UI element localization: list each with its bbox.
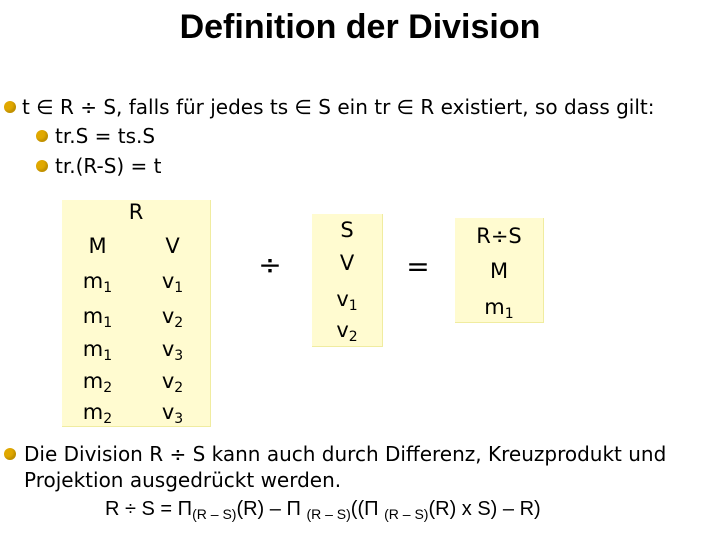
relation-s-header: V: [339, 251, 355, 275]
definition-text: t ∈ R ÷ S, falls für jedes ts ∈ S ein tr…: [22, 95, 655, 119]
result-name: R÷S: [476, 224, 522, 248]
relation-r-header-m: M: [88, 234, 107, 258]
table-cell: v2: [161, 369, 184, 396]
table-cell: m2: [82, 400, 113, 427]
table-cell: v2: [336, 318, 358, 345]
relation-r-name: R: [128, 200, 144, 224]
table-cell: m1: [82, 337, 113, 364]
bullet-icon: [4, 101, 16, 113]
page-title: Definition der Division: [179, 8, 541, 46]
equals-operator: =: [406, 250, 430, 283]
table-cell: m1: [484, 295, 514, 322]
table-cell: v1: [161, 269, 184, 296]
note-line-2: Projektion ausgedrückt werden.: [24, 468, 342, 492]
bullet-icon: [36, 130, 48, 142]
bullet-icon: [36, 160, 48, 172]
relation-r-header-v: V: [165, 234, 180, 258]
result-header: M: [489, 259, 509, 283]
relation-s-table: [312, 214, 383, 347]
relation-s-name: S: [340, 218, 354, 242]
note-line-1: Die Division R ÷ S kann auch durch Diffe…: [24, 442, 667, 466]
condition-1: tr.S = ts.S: [55, 124, 156, 148]
table-cell: v1: [336, 287, 358, 314]
table-cell: m1: [82, 269, 113, 296]
table-cell: v3: [161, 400, 184, 427]
table-cell: v3: [161, 337, 184, 364]
table-cell: m1: [82, 304, 113, 331]
bullet-icon: [4, 448, 16, 460]
relation-r-table: [62, 200, 211, 427]
condition-2: tr.(R-S) = t: [55, 154, 162, 178]
division-formula: R ÷ S = Π(R – S)(R) – Π (R – S)((Π (R – …: [105, 498, 541, 522]
table-cell: m2: [82, 369, 113, 396]
result-table: [455, 218, 544, 323]
table-cell: v2: [161, 304, 184, 331]
division-operator: ÷: [258, 248, 282, 281]
